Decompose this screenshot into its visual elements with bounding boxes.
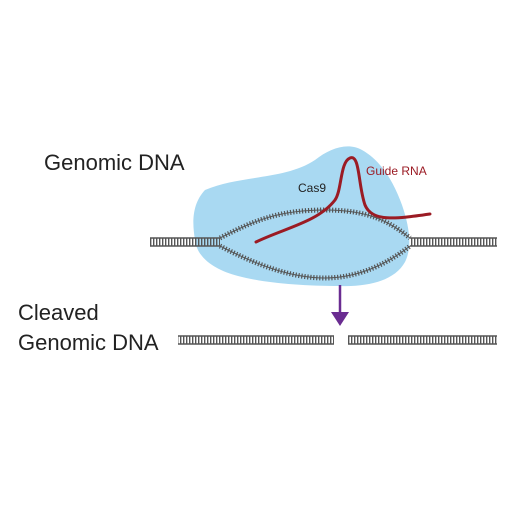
cleaved-genomic-dna-label: Genomic DNA [18, 330, 159, 355]
dna-lower-strand [218, 243, 412, 281]
cas9-label: Cas9 [298, 181, 326, 195]
cleaved-dna-left [178, 335, 334, 345]
cleaved-label: Cleaved [18, 300, 99, 325]
cas9-protein-blob [193, 146, 410, 287]
cleavage-arrow [331, 285, 349, 326]
cleaved-dna-right [348, 335, 497, 345]
guide-rna-label: Guide RNA [366, 164, 427, 178]
genomic-dna-right [410, 237, 497, 247]
genomic-dna-label: Genomic DNA [44, 150, 185, 175]
guide-rna-strand [254, 156, 432, 244]
genomic-dna-left [150, 237, 220, 247]
